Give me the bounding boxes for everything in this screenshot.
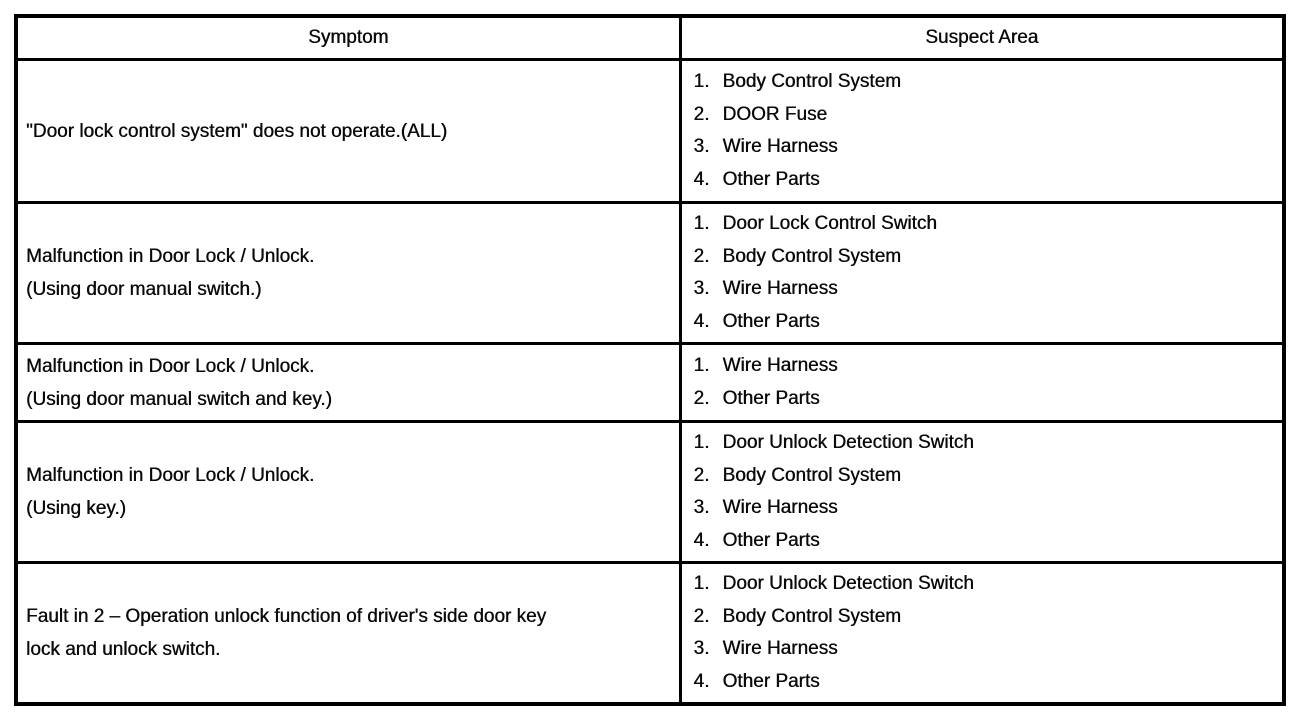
symptom-text-line: (Using key.) <box>26 498 126 519</box>
symptom-text-line: Malfunction in Door Lock / Unlock. <box>26 246 315 267</box>
symptom-text-line: Malfunction in Door Lock / Unlock. <box>26 355 315 377</box>
suspect-item-label: Wire Harness <box>722 355 838 376</box>
troubleshooting-table: Symptom Suspect Area "Door lock control … <box>14 14 1286 706</box>
suspect-item-number: 2. <box>693 103 710 125</box>
suspect-list: 1. Door Unlock Detection Switch 2. Body Con… <box>694 568 1277 698</box>
suspect-item-number: 2. <box>693 387 710 409</box>
suspect-item-label: DOOR Fuse <box>722 103 828 125</box>
symptom-text-line: (Using door manual switch.) <box>26 279 262 300</box>
suspect-list: 1. Wire Harness 2. Other Parts <box>694 350 1277 415</box>
suspect-item: 2. Other Parts <box>694 383 1277 416</box>
suspect-item-number: 3. <box>693 638 710 659</box>
suspect-item-label: Body Control System <box>722 245 901 267</box>
suspect-item-number: 1. <box>693 355 710 376</box>
symptom-text-line: (Using door manual switch and key.) <box>26 388 332 410</box>
suspect-item: 1. Body Control System <box>694 66 1277 99</box>
suspect-item-number: 1. <box>693 71 710 92</box>
suspect-item: 1. Wire Harness <box>694 350 1277 383</box>
suspect-item-number: 3. <box>693 136 710 157</box>
suspect-list: 1. Body Control System 2. DOOR Fuse 3. Wire H… <box>694 66 1277 196</box>
suspect-item-label: Other Parts <box>722 387 820 409</box>
suspect-item: 3. Wire Harness <box>694 273 1277 306</box>
suspect-item-number: 1. <box>693 213 710 234</box>
suspect-item-label: Other Parts <box>722 310 820 332</box>
suspect-area-column-header: Suspect Area <box>678 14 1286 61</box>
suspect-item-number: 4. <box>693 529 710 551</box>
symptom-text-line: "Door lock control system" does not oper… <box>26 120 448 142</box>
symptom-cell: Malfunction in Door Lock / Unlock. (Using… <box>14 342 682 423</box>
suspect-cell: 1. Door Unlock Detection Switch 2. Body Con… <box>678 420 1286 564</box>
suspect-item-number: 1. <box>693 432 710 453</box>
suspect-item: 3. Wire Harness <box>694 131 1277 164</box>
suspect-item-number: 2. <box>693 245 710 267</box>
suspect-item: 1. Door Unlock Detection Switch <box>694 427 1277 460</box>
symptom-cell: "Door lock control system" does not oper… <box>14 58 682 204</box>
suspect-item-number: 4. <box>693 168 710 190</box>
suspect-item: 4. Other Parts <box>694 666 1277 699</box>
suspect-item-label: Wire Harness <box>722 278 838 299</box>
suspect-item: 2. Body Control System <box>694 460 1277 493</box>
symptom-cell: Malfunction in Door Lock / Unlock. (Using… <box>14 420 682 564</box>
suspect-cell: 1. Door Unlock Detection Switch 2. Body Con… <box>678 561 1286 706</box>
suspect-item-label: Body Control System <box>722 605 901 627</box>
suspect-item-label: Other Parts <box>722 529 820 551</box>
suspect-item-number: 4. <box>693 310 710 332</box>
suspect-item: 4. Other Parts <box>694 164 1277 197</box>
symptom-text-line: lock and unlock switch. <box>26 639 221 660</box>
suspect-item: 4. Other Parts <box>694 306 1277 339</box>
suspect-item-label: Door Lock Control Switch <box>722 213 937 234</box>
table-row: Malfunction in Door Lock / Unlock. (Using… <box>14 201 1286 345</box>
suspect-item-number: 1. <box>693 573 710 594</box>
suspect-item-label: Wire Harness <box>722 638 838 659</box>
suspect-item-label: Door Unlock Detection Switch <box>722 432 974 453</box>
suspect-item: 4. Other Parts <box>694 525 1277 558</box>
symptom-cell: Fault in 2 – Operation unlock function o… <box>14 561 682 706</box>
suspect-cell: 1. Body Control System 2. DOOR Fuse 3. Wire H… <box>678 58 1286 204</box>
suspect-item: 3. Wire Harness <box>694 633 1277 666</box>
symptom-cell: Malfunction in Door Lock / Unlock. (Using… <box>14 201 682 345</box>
table-row: Fault in 2 – Operation unlock function o… <box>14 561 1286 706</box>
suspect-item: 1. Door Lock Control Switch <box>694 208 1277 241</box>
suspect-item: 3. Wire Harness <box>694 492 1277 525</box>
table-row: "Door lock control system" does not oper… <box>14 58 1286 204</box>
suspect-item-label: Other Parts <box>722 670 820 692</box>
suspect-cell: 1. Door Lock Control Switch 2. Body Control… <box>678 201 1286 345</box>
suspect-item-label: Body Control System <box>722 464 901 486</box>
suspect-item: 1. Door Unlock Detection Switch <box>694 568 1277 601</box>
suspect-item-label: Wire Harness <box>722 136 838 157</box>
suspect-item-number: 2. <box>693 605 710 627</box>
suspect-item-number: 2. <box>693 464 710 486</box>
symptom-text-line: Fault in 2 – Operation unlock function o… <box>26 606 547 627</box>
suspect-list: 1. Door Unlock Detection Switch 2. Body Con… <box>694 427 1277 557</box>
table-row: Malfunction in Door Lock / Unlock. (Using… <box>14 342 1286 423</box>
suspect-item-number: 3. <box>693 497 710 518</box>
table-row: Malfunction in Door Lock / Unlock. (Using… <box>14 420 1286 564</box>
suspect-item-label: Door Unlock Detection Switch <box>722 573 974 594</box>
suspect-item-number: 3. <box>693 278 710 299</box>
symptom-text-line: Malfunction in Door Lock / Unlock. <box>26 465 315 486</box>
suspect-cell: 1. Wire Harness 2. Other Parts <box>678 342 1286 423</box>
header-row: Symptom Suspect Area <box>14 14 1286 61</box>
suspect-list: 1. Door Lock Control Switch 2. Body Control… <box>694 208 1277 338</box>
troubleshooting-table-container: Symptom Suspect Area "Door lock control … <box>14 14 1286 706</box>
suspect-item: 2. Body Control System <box>694 241 1277 274</box>
suspect-item-number: 4. <box>693 670 710 692</box>
suspect-item: 2. Body Control System <box>694 601 1277 634</box>
suspect-item: 2. DOOR Fuse <box>694 99 1277 132</box>
suspect-item-label: Wire Harness <box>722 497 838 518</box>
symptom-column-header: Symptom <box>14 14 682 61</box>
suspect-item-label: Other Parts <box>722 168 820 190</box>
suspect-item-label: Body Control System <box>722 71 901 92</box>
